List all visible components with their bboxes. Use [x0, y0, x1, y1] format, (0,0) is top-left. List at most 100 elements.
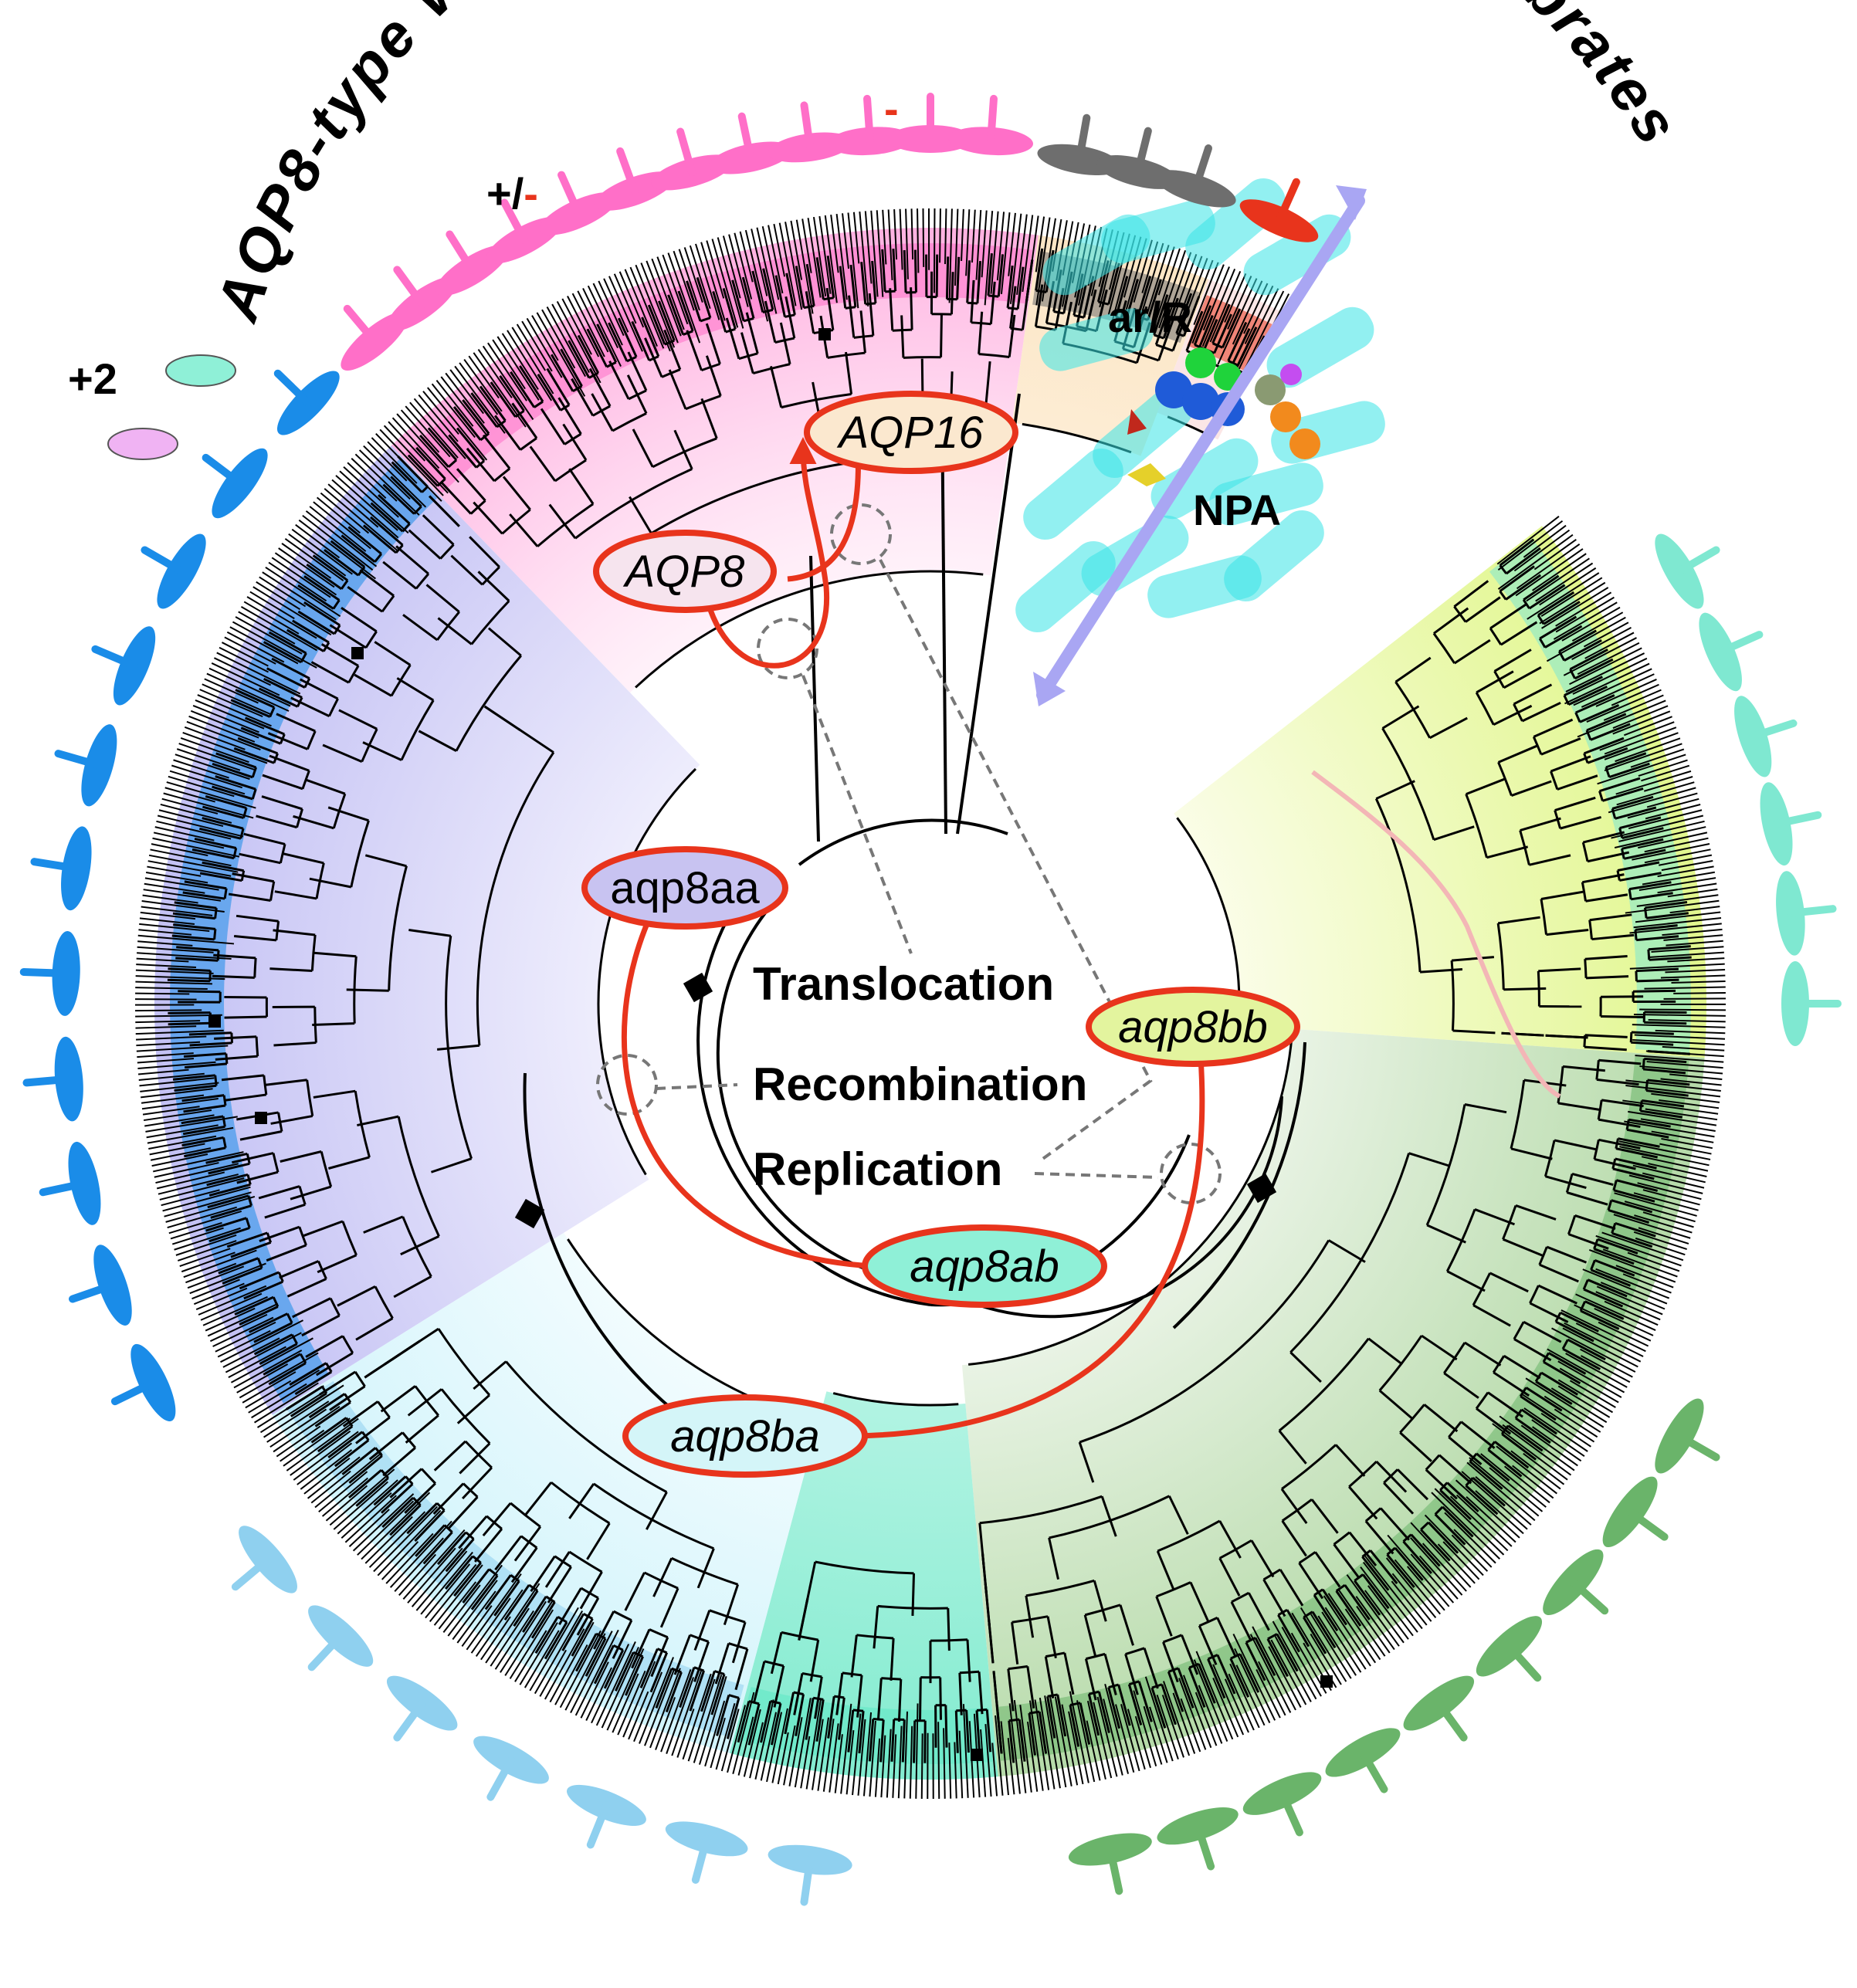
sector-aqp8ab-tip	[920, 1733, 923, 1799]
sector-tetrapod-tip	[561, 298, 592, 355]
sector-aqp8bb-branch-radial	[1635, 967, 1679, 973]
sector-green-tip	[1560, 1309, 1646, 1353]
sector-tetrapod-branch-radial	[627, 351, 648, 391]
sector-aqp8bb-branch-radial	[1605, 752, 1647, 769]
sector-aqp8aa-tip	[135, 980, 212, 985]
sector-green-tip	[1604, 1300, 1659, 1326]
sector-aqp8bb-branch-arc	[1450, 960, 1455, 1031]
sector-tetrapod-tip	[507, 330, 553, 401]
sector-aqp8aa-branch-radial	[182, 1125, 225, 1136]
sector-aqp8bb-branch-radial	[1505, 574, 1542, 601]
sector-aqp8aa-branch-radial	[181, 1136, 224, 1147]
sector-green-branch-radial	[1007, 1668, 1015, 1712]
sector-tetrapod-branch-radial	[663, 329, 682, 371]
sector-tetrapod-branch-radial	[970, 279, 975, 323]
sector-aqp8aa-branch-radial	[338, 709, 378, 730]
sector-aqp8aa-branch-radial	[202, 861, 244, 872]
sector-aqp8ab-branch-radial	[897, 1679, 903, 1722]
sector-tetrapod-branch-radial	[473, 501, 503, 535]
sector-green-tip	[1161, 1695, 1184, 1758]
helix	[1224, 510, 1324, 602]
sector-tetrapod-tip	[922, 208, 925, 267]
sector-green-branch-radial	[1446, 1270, 1486, 1292]
sector-tetrapod-tip	[905, 208, 909, 279]
sector-aqp8bb-branch-radial	[1611, 795, 1654, 810]
node-aqp8bb[interactable]: aqp8bb	[1086, 987, 1300, 1067]
sector-tetrapod-branch-radial	[903, 249, 907, 293]
sector-aqp8aa-tip	[176, 748, 241, 771]
sector-tetrapod-tip	[778, 222, 797, 306]
sector-tetrapod-branch-radial	[871, 260, 877, 303]
sector-aqp8ba-branch-radial	[731, 1621, 747, 1664]
sector-aqp8ab-branch-radial	[985, 1709, 992, 1753]
sector-aqp8aa-tip	[184, 726, 246, 750]
sector-green-tip	[1086, 1720, 1101, 1781]
sector-aqp8aa-tip	[150, 848, 232, 867]
sector-aqp8aa-tip	[157, 815, 244, 838]
sector-green-tip	[1466, 1461, 1536, 1522]
sector-aqp8aa-tip	[153, 1151, 244, 1173]
helix	[1150, 438, 1259, 520]
helix	[1039, 308, 1154, 371]
sector-aqp8ba-branch-radial	[404, 1482, 436, 1514]
sector-aqp8ab-tip	[984, 1724, 992, 1797]
sector-aqp8ab-branch-radial	[890, 1637, 895, 1681]
sector-green-branch-radial	[1038, 1711, 1048, 1754]
sector-aqp8ab-branch-radial	[901, 1719, 906, 1763]
sector-aqp8ba-tip	[433, 1564, 483, 1626]
sector-green-branch-arc	[1303, 1610, 1313, 1619]
sector-aqp8aa-branch-radial	[176, 946, 219, 952]
sector-aqp8aa-tip	[163, 792, 254, 819]
sector-aqp8aa-tip	[305, 510, 378, 567]
sector-aqp8aa-branch-radial	[202, 805, 244, 819]
sector-aqp8ab-branch-radial	[784, 1692, 795, 1735]
sector-green-tip	[1198, 1685, 1223, 1744]
node-aqp8ab[interactable]: aqp8ab	[862, 1224, 1107, 1308]
node-aqp8aa[interactable]: aqp8aa	[581, 846, 788, 930]
sector-aqp8aa-branch-radial	[207, 1194, 249, 1209]
aqp8bb-to-aqp8ba	[856, 1057, 1205, 1439]
sector-tetrapod-branch-radial	[608, 322, 629, 362]
node-aqp8[interactable]: AQP8	[593, 530, 777, 613]
sector-green-tip	[1156, 1695, 1179, 1760]
sector-aqp8aa-branch-radial	[302, 1220, 344, 1238]
sector-amphibian-tip	[1140, 242, 1164, 316]
tree-tips	[134, 208, 1727, 1799]
sector-aqp8aa-tip	[137, 952, 232, 960]
sector-tetrapod-tip	[418, 394, 459, 442]
sector-aqp8aa-branch-radial	[239, 1130, 283, 1141]
sector-aqp8ba-tip	[341, 1492, 392, 1539]
sector-aqp8bb-tip	[1535, 562, 1594, 602]
sector-green-tip	[1461, 1471, 1528, 1530]
sector-tetrapod-branch-radial	[647, 304, 666, 345]
sector-aqp8aa-branch-radial	[208, 1227, 250, 1243]
sector-tetrapod-tip	[981, 210, 988, 278]
sector-aqp8aa-tip	[145, 1116, 238, 1133]
sector-aqp8aa-tip	[135, 1020, 201, 1024]
sector-aqp8aa-tip	[295, 523, 341, 559]
sector-aqp8aa-branch-radial	[418, 730, 457, 752]
sector-aqp8ba-tip	[290, 1430, 351, 1476]
sector-tetrapod-tip	[409, 401, 459, 459]
sector-aqp8aa-tip	[225, 1332, 302, 1373]
sector-aqp8ab-branch-radial	[868, 1719, 875, 1762]
sector-aqp8ab-tip	[857, 1719, 866, 1796]
sector-aqp8ab-branch-radial	[947, 1608, 951, 1651]
sector-tetrapod-tip	[887, 209, 893, 281]
sector-green-tip	[1525, 1377, 1605, 1428]
node-aqp8ba[interactable]: aqp8ba	[622, 1394, 868, 1478]
sector-aqp8ba-tip	[318, 1471, 368, 1513]
sector-aqp8ba-branch-radial	[673, 1634, 692, 1675]
sector-amphibian-branch-radial	[1114, 276, 1129, 318]
sector-aqp8aa-branch-radial	[328, 1156, 370, 1170]
sector-aqp8bb-tip	[1633, 1014, 1726, 1017]
sector-aqp8bb-tip	[1625, 899, 1720, 914]
sector-green-tip	[1580, 1355, 1631, 1383]
sector-green-branch-radial	[1026, 1666, 1035, 1709]
sector-green-tip	[1633, 1231, 1687, 1251]
sector-aqp8aa-tip	[144, 877, 219, 891]
sector-green-tip	[1093, 1702, 1113, 1779]
node-aqp16[interactable]: AQP16	[804, 391, 1018, 474]
sector-aqp8ab-branch-radial	[760, 1701, 772, 1743]
organism-tail	[1435, 1699, 1468, 1742]
